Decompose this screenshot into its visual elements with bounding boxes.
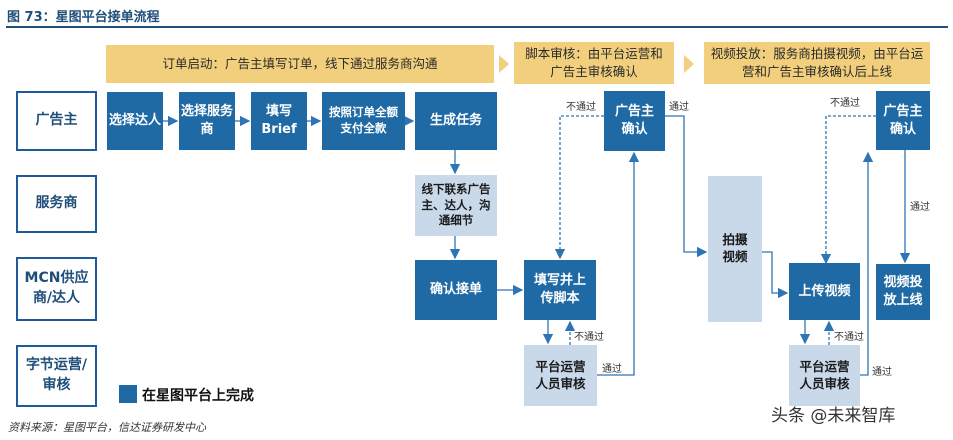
label-fail-adv1: 不通过 [566,102,596,113]
node-upload-video: 上传视频 [789,263,860,320]
node-confirm-order: 确认接单 [415,260,497,320]
node-advertiser-confirm-2: 广告主确认 [876,91,930,150]
label-fail-review2: 不通过 [834,332,864,343]
figure-title: 图 73：星图平台接单流程 [7,10,160,25]
label-fail-adv2: 不通过 [830,98,860,109]
node-pay-in-full: 按照订单全额支付全款 [322,92,405,150]
node-select-talent: 选择达人 [107,92,163,150]
arrow-review1-pass [597,151,640,376]
watermark: 头条 @未来智库 [771,406,896,426]
node-advertiser-confirm-1: 广告主确认 [604,91,665,151]
label-fail-review1: 不通过 [574,332,604,343]
banner-arrow-1 [499,55,509,73]
label-pass-review1: 通过 [602,364,622,375]
node-fill-brief: 填写Brief [251,92,307,150]
label-pass-review2: 通过 [872,367,892,378]
node-generate-task: 生成任务 [415,92,497,150]
arrow-adv1-pass [665,115,708,258]
source-note: 资料来源：星图平台，信达证券研发中心 [8,421,206,434]
banner-arrow-2 [684,55,694,73]
node-video-publish: 视频投放上线 [876,264,930,320]
arrow-review2-pass [860,151,874,376]
node-upload-script: 填写并上传脚本 [524,260,596,320]
arrow-adv1-fail [554,115,604,260]
legend-label: 在星图平台上完成 [142,388,254,404]
node-offline-contact: 线下联系广告主、达人，沟通细节 [415,175,497,236]
banner-order-start: 订单启动：广告主填写订单，线下通过服务商沟通 [106,45,494,83]
role-mcn-talent: MCN供应商/达人 [16,257,97,321]
title-divider [6,26,948,28]
arrow-adv2-fail [820,115,876,265]
banner-video-publish: 视频投放：服务商拍摄视频，由平台运营和广告主审核确认后上线 [704,42,930,84]
label-pass-adv2: 通过 [910,202,930,213]
node-platform-review-2: 平台运营人员审核 [789,345,860,406]
banner-script-review: 脚本审核：由平台运营和广告主审核确认 [514,42,674,84]
legend-swatch [119,385,137,403]
label-pass-adv1: 通过 [669,102,689,113]
role-platform-ops: 字节运营/审核 [16,345,97,407]
arrow-shoot-to-upload [762,251,789,299]
node-shoot-video: 拍摄视频 [708,176,762,322]
node-select-service-provider: 选择服务商 [179,92,235,150]
role-advertiser: 广告主 [16,91,97,151]
role-service-provider: 服务商 [16,175,97,233]
node-platform-review-1: 平台运营人员审核 [524,345,597,406]
